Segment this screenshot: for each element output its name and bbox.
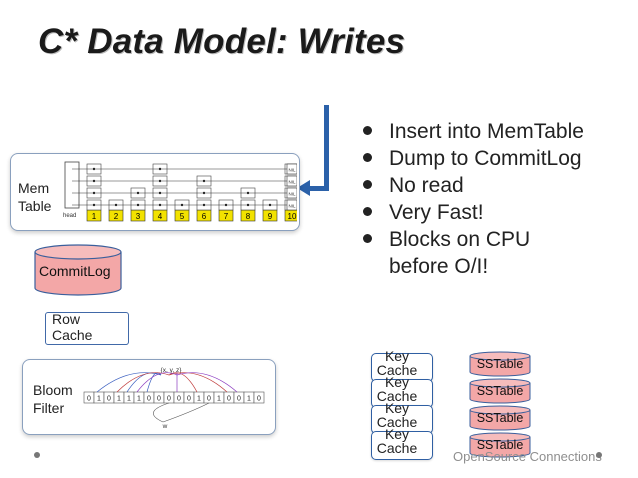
- arrow-left-icon: [297, 180, 310, 196]
- slide-title: C* Data Model: Writes: [38, 22, 406, 61]
- bloom-bit-label: 1: [97, 396, 101, 403]
- sstable-cylinder: SSTable: [469, 351, 531, 377]
- key-cache-label: Key Cache: [376, 348, 418, 378]
- skiplist-node-label: 10: [288, 212, 297, 221]
- sstable-label: SSTable: [476, 384, 524, 398]
- skiplist-head-column: [64, 161, 80, 209]
- bullet-item: Dump to CommitLog: [358, 145, 589, 172]
- bloom-hash-arrow: [176, 372, 238, 393]
- bloom-bit-cell: [253, 391, 265, 404]
- skiplist-diagram: head 1 2 3 4 5 6 7 8 9 10 NIL NIL NIL NIL: [63, 161, 297, 222]
- key-cache-box: [371, 379, 433, 408]
- key-cache-box: [371, 353, 433, 382]
- rowcache-box: [45, 312, 129, 345]
- bloom-bit-label: 1: [217, 396, 221, 403]
- skiplist-node-label: 3: [136, 212, 141, 221]
- footer-dot-right: [596, 452, 602, 458]
- rowcache-label: Row Cache: [52, 311, 93, 343]
- bloom-bit-label: 0: [167, 396, 171, 403]
- bloom-query-arrow: [162, 402, 210, 423]
- bloom-hash-arrow: [168, 372, 228, 393]
- skiplist-nil-cell: [286, 199, 297, 211]
- bloom-hash-arrow: [146, 372, 162, 393]
- bloom-hash-arrow: [136, 372, 178, 393]
- memtable-panel: Mem Table head 1 2 3 4 5 6 7 8 9 10 NIL NIL NIL NIL: [10, 153, 300, 231]
- bloom-bit-label: 1: [127, 396, 131, 403]
- bloom-bit-label: 1: [117, 396, 121, 403]
- sstable-label: SSTable: [476, 357, 524, 371]
- bullet-list: Insert into MemTable Dump to CommitLog N…: [358, 118, 589, 280]
- bloom-bit-label: 0: [107, 396, 111, 403]
- memtable-label: Mem Table: [18, 180, 52, 214]
- skiplist-node-label: 8: [246, 212, 251, 221]
- bloom-bit-label: 1: [247, 396, 251, 403]
- skiplist-nil-label: NIL: [288, 192, 296, 197]
- bloom-hash-arrow: [116, 372, 170, 393]
- bloom-bit-label: 1: [137, 396, 141, 403]
- bullet-item: Insert into MemTable: [358, 118, 589, 145]
- bloom-set-label: {x, y, z}: [161, 367, 183, 374]
- key-cache-label: Key Cache: [376, 400, 418, 430]
- commitlog-label: CommitLog: [39, 263, 111, 279]
- skiplist-nil-cell: [286, 187, 297, 199]
- arrow-horizontal: [309, 186, 329, 191]
- bullet-item: Blocks on CPU before O/I!: [358, 226, 589, 280]
- key-cache-label: Key Cache: [376, 426, 418, 456]
- skiplist-nil-cell: [286, 175, 297, 187]
- footer-brand: OpenSource Connections: [453, 449, 602, 464]
- bloom-bit-label: 0: [237, 396, 241, 403]
- key-cache-box: [371, 405, 433, 434]
- bloom-bit-label: 0: [147, 396, 151, 403]
- bullet-item: No read: [358, 172, 589, 199]
- key-cache-box: [371, 431, 433, 460]
- sstable-cylinder: SSTable: [469, 432, 531, 458]
- bloom-bit-label: 0: [257, 396, 261, 403]
- skiplist-nil-label: NIL: [288, 168, 296, 173]
- sstable-icon: [469, 351, 531, 377]
- bloom-bit-label: 0: [157, 396, 161, 403]
- skiplist-nil-label: NIL: [288, 204, 296, 209]
- bloom-query-arrow: [153, 402, 170, 423]
- skiplist-node-label: 5: [180, 212, 185, 221]
- bloom-bit-label: 0: [227, 396, 231, 403]
- bloom-hash-arrow: [168, 372, 198, 393]
- skiplist-node-label: 4: [158, 212, 163, 221]
- bloom-w-label: w: [162, 423, 168, 430]
- sstable-icon: [469, 378, 531, 404]
- bloom-bit-label: 0: [87, 396, 91, 403]
- bloom-bit-label: 1: [197, 396, 201, 403]
- bloom-filter-label: Bloom Filter: [33, 382, 73, 416]
- bloom-bit-label: 0: [187, 396, 191, 403]
- skiplist-nil-label: NIL: [288, 180, 296, 185]
- skiplist-node-label: 9: [268, 212, 273, 221]
- sstable-cylinder: SSTable: [469, 405, 531, 431]
- skiplist-nil-cell: [286, 163, 297, 175]
- skiplist-node-label: 7: [224, 212, 229, 221]
- skiplist-node-label: 1: [92, 212, 97, 221]
- sstable-label: SSTable: [476, 438, 524, 452]
- key-cache-label: Key Cache: [376, 374, 418, 404]
- skiplist-head-label: head: [63, 213, 76, 219]
- sstable-label: SSTable: [476, 411, 524, 425]
- skiplist-node-label: 6: [202, 212, 207, 221]
- sstable-icon: [469, 432, 531, 458]
- bullet-item: Very Fast!: [358, 199, 589, 226]
- commitlog-cylinder-icon: [34, 244, 122, 296]
- sstable-cylinder: SSTable: [469, 378, 531, 404]
- sstable-icon: [469, 405, 531, 431]
- bloom-bit-label: 0: [177, 396, 181, 403]
- arrow-vertical: [324, 105, 329, 191]
- footer-dot-left: [34, 452, 40, 458]
- skiplist-node-label: 2: [114, 212, 119, 221]
- bloom-bit-label: 0: [207, 396, 211, 403]
